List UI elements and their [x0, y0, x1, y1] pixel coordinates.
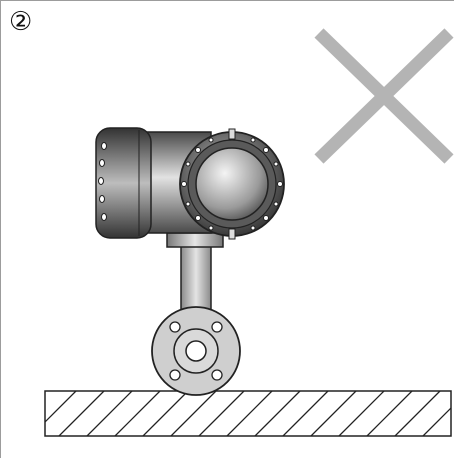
process-flange	[151, 306, 241, 396]
display-window	[179, 128, 285, 240]
step-number-label: ②	[9, 7, 33, 37]
transmitter-housing	[95, 127, 285, 248]
hatched-ground	[44, 390, 452, 437]
cross-icon	[314, 28, 454, 164]
housing-end-cap	[95, 127, 152, 239]
flange-bolt-holes	[169, 321, 223, 381]
